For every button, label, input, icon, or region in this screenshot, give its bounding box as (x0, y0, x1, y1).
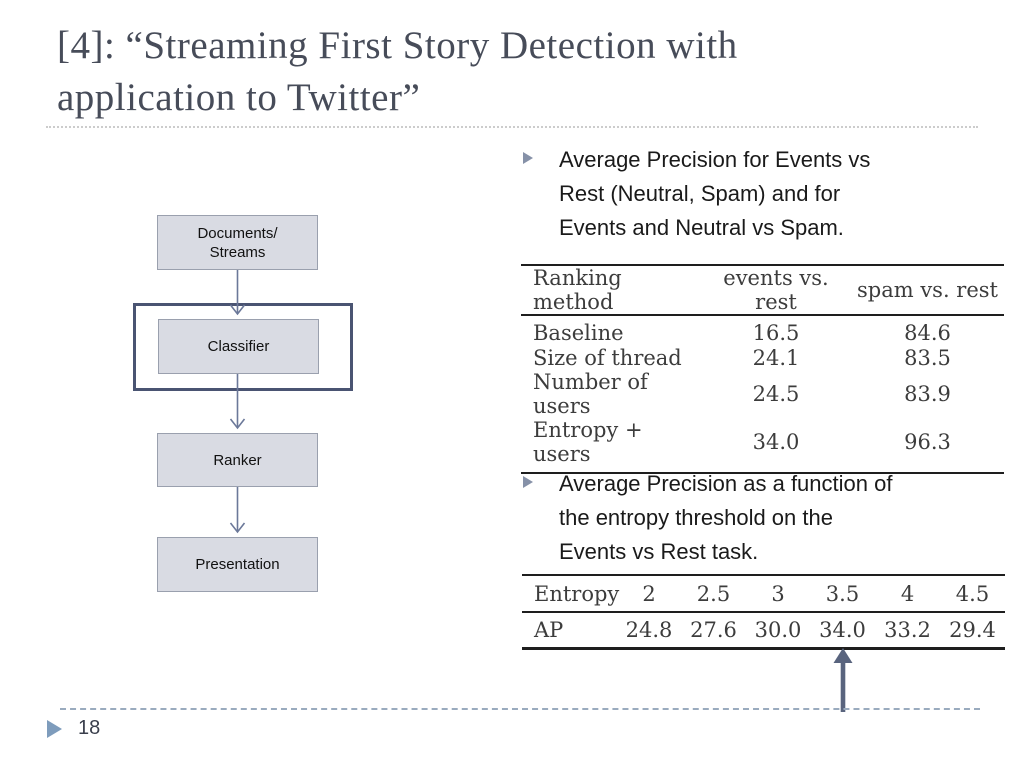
table-row: Size of thread 24.1 83.5 (521, 345, 1004, 370)
flow-node-label: Ranker (213, 451, 262, 469)
table-cell: 27.6 (690, 618, 737, 642)
table-row: Baseline 16.5 84.6 (521, 315, 1004, 345)
table-header-cell: 2 (617, 575, 681, 613)
flow-node-ranker: Ranker (157, 433, 318, 487)
page-marker-icon (47, 720, 62, 738)
slide-title-line-2: application to Twitter” (57, 76, 421, 119)
table-header-cell: Entropy (522, 575, 619, 613)
table-cell: Size of thread (533, 345, 682, 370)
bullet-2-line: Events vs Rest task. (559, 539, 759, 564)
title-separator (46, 126, 978, 128)
table-header-row: Entropy 2 2.5 3 3.5 4 4.5 (522, 575, 1005, 613)
footer-separator (60, 708, 980, 710)
table-cell: Entropy + users (533, 418, 643, 466)
table-header-cell: 3 (746, 575, 810, 613)
up-arrow-icon (833, 648, 853, 712)
flow-node-classifier: Classifier (158, 319, 319, 374)
table-cell: 96.3 (904, 430, 951, 454)
table-cell: Number of users (533, 370, 648, 418)
table-cell: 33.2 (884, 618, 931, 642)
flow-node-presentation: Presentation (157, 537, 318, 592)
table-cell: 29.4 (949, 618, 996, 642)
slide-title: [4]: “Streaming First Story Detection wi… (57, 20, 987, 124)
table-row: Number of users 24.5 83.9 (521, 370, 1004, 418)
table-header-cell: 4 (875, 575, 940, 613)
table-cell: 24.1 (752, 345, 800, 370)
table-cell: 83.5 (904, 345, 951, 370)
flow-node-label-line: Streams (209, 243, 266, 261)
flow-node-documents-streams: Documents/ Streams (157, 215, 318, 270)
table-cell: 24.8 (625, 618, 673, 642)
down-arrow-icon (229, 487, 246, 534)
page-number: 18 (78, 717, 101, 739)
bullet-2-line: the entropy threshold on the (559, 505, 833, 530)
table-header-cell: 3.5 (810, 575, 875, 613)
table-cell: 24.5 (752, 382, 800, 406)
bullet-1-line: Average Precision for Events vs (559, 147, 871, 172)
table-header-cell: events vs. rest (701, 265, 851, 316)
bullet-1: Average Precision for Events vs Rest (Ne… (559, 143, 969, 245)
bullet-2-line: Average Precision as a function of (559, 471, 893, 496)
table-header-cell: 4.5 (940, 575, 1005, 613)
flow-node-label: Presentation (195, 556, 280, 573)
table-header-cell: spam vs. rest (851, 265, 1004, 316)
bullet-2: Average Precision as a function of the e… (559, 467, 969, 569)
bullet-triangle-icon (523, 152, 533, 164)
classifier-highlight-box (133, 303, 353, 391)
table-header-row: Ranking method events vs. rest spam vs. … (521, 265, 1004, 316)
bullet-1-line: Rest (Neutral, Spam) and for (559, 181, 841, 206)
table-cell: 16.5 (752, 320, 800, 345)
table-cell: 34.0 (819, 618, 866, 642)
flow-node-label-line: Documents/ (197, 224, 278, 242)
bullet-triangle-icon (523, 476, 533, 488)
flow-node-label: Classifier (207, 338, 270, 355)
table-row: Entropy + users 34.0 96.3 (521, 418, 1004, 473)
slide-title-line-1: [4]: “Streaming First Story Detection wi… (57, 24, 738, 67)
table-cell: 34.0 (752, 430, 800, 454)
entropy-threshold-table: Entropy 2 2.5 3 3.5 4 4.5 AP 24.8 27.6 3… (522, 574, 1005, 650)
table-cell: 84.6 (904, 320, 951, 345)
ranking-results-table: Ranking method events vs. rest spam vs. … (521, 264, 1004, 474)
table-cell: 30.0 (754, 618, 802, 642)
table-cell: Baseline (533, 320, 624, 345)
table-header-cell: 2.5 (681, 575, 746, 613)
table-header-cell: Ranking method (521, 265, 701, 316)
table-row: AP 24.8 27.6 30.0 34.0 33.2 29.4 (522, 612, 1005, 649)
table-cell: AP (534, 618, 564, 642)
table-cell: 83.9 (904, 382, 951, 406)
bullet-1-line: Events and Neutral vs Spam. (559, 215, 844, 240)
